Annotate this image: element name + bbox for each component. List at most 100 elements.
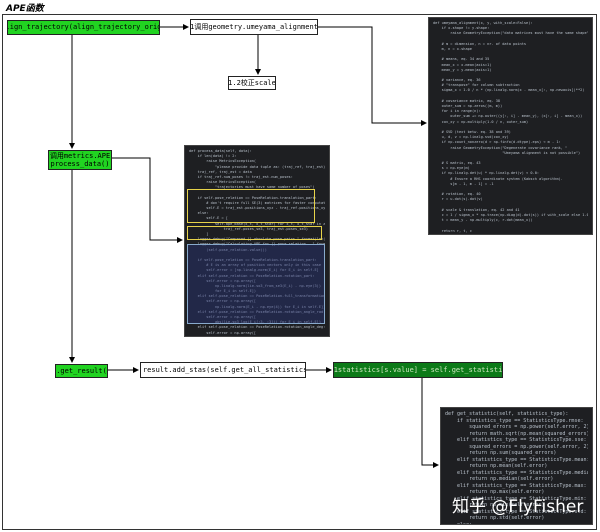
node-align-trajectory[interactable]: 1.align_trajectory(align_trajectory_orig… (7, 20, 160, 35)
code-line: return math.sqrt(np.mean(squared_errors)… (445, 430, 588, 437)
code-line: elif self.pose_relation == PoseRelation.… (189, 294, 325, 299)
code-line: if len(data) != 2: (189, 154, 237, 159)
code-line: ] (189, 232, 209, 236)
code-line: if self.pose_relation == PoseRelation.tr… (189, 257, 317, 262)
code-line: outer_sum = np.zeros((m, m)) (433, 104, 503, 108)
code-line: self.error = np.array([ (189, 278, 257, 283)
code-line: return r, t, c (433, 228, 472, 233)
code-line: s = np.eye(m) (433, 166, 470, 171)
code-line: self.error = np.array([ (189, 299, 257, 304)
code-line: if np.linalg.det(u) * np.linalg.det(v) <… (433, 171, 540, 176)
code-line: raise MetricsException( (189, 159, 257, 164)
watermark: 知乎 @FlyFisher (452, 497, 584, 517)
code-line: t = mean_y - np.multiply(c, r.dot(mean_x… (433, 218, 533, 223)
code-line: # Ensure a RHS coordinate system (Kabsch… (433, 176, 563, 181)
code-line: def get_statistic(self, statistics_type)… (445, 411, 569, 417)
code-line: else: (189, 211, 209, 216)
code-line: self.error = np.array([ (189, 315, 257, 319)
code-line: raise GeometryException("data matrices m… (433, 31, 588, 36)
code-line: # E is an array of position vectors only… (189, 263, 321, 268)
code-line: return np.sum(squared_errors) (445, 450, 557, 456)
code-line: np.linalg.norm(lie.so3_from_se3(E_i) - n… (189, 283, 321, 288)
code-line: return np.min(self.error) (445, 502, 545, 508)
code-panel-process-data: def process_data(self, data): if len(dat… (184, 145, 330, 337)
code-line: if statistics_type == StatisticsType.rms… (445, 417, 584, 424)
highlight-logger (187, 226, 322, 240)
code-line: else: (445, 521, 473, 525)
code-line: if x.shape != y.shape: (433, 26, 490, 31)
code-line: traj_ref, traj_est = data (189, 169, 252, 174)
code-line: s[m - 1, m - 1] = -1 (433, 181, 494, 186)
code-line: elif statistics_type == StatisticsType.m… (445, 456, 588, 463)
link-n11-umeyama (318, 26, 427, 126)
code-line: # scale & translation, eq. 42 and 41 (433, 207, 520, 212)
code-line: elif self.pose_relation == PoseRelation.… (189, 273, 315, 278)
highlight-error-computation (187, 244, 325, 324)
code-line: squared_errors = np.power(self.error, 2) (445, 443, 588, 450)
code-line: elif self.pose_relation == PoseRelation.… (189, 309, 325, 314)
diagram-title: APE函数 (6, 4, 44, 14)
code-line: return np.std(self.error) (445, 515, 545, 521)
node-scale-correct[interactable]: 1.2校正scale (228, 76, 276, 90)
link-n2-process (112, 157, 183, 243)
node-umeyama-call[interactable]: 1.1调用geometry.umeyama_alignment() (190, 19, 318, 35)
code-line: for i in range(n): (433, 109, 481, 114)
code-line: cov_xy = np.multiply(1.0 / n, outer_sum) (433, 119, 529, 124)
code-line: for E_i in self.E]) (189, 289, 257, 294)
code-line: elif self.pose_relation == PoseRelation.… (189, 325, 325, 330)
code-line: def umeyama_alignment(x, y, with_scale=F… (433, 21, 533, 25)
code-line: # variance, eq. 36 (433, 78, 481, 83)
code-line: "Umeyama alignment is not possible") (433, 150, 581, 155)
node-get-statistic[interactable]: 3.1.1statistics[s.value] = self.get_stat… (333, 362, 503, 378)
code-panel-get-statistic: def get_statistic(self, statistics_type)… (440, 407, 593, 525)
code-line: # rotation, eq. 40 (433, 192, 481, 197)
code-line: mean_x = x.mean(axis=1) (433, 62, 492, 67)
code-line: r = u.dot(s).dot(v) (433, 197, 483, 202)
code-line: # means, eq. 34 and 35 (433, 57, 490, 62)
code-line: # "transpose" for column subtraction (433, 83, 520, 88)
code-line: self.E = [ (189, 216, 228, 221)
code-line: squared_errors = np.power(self.error, 2) (445, 424, 588, 430)
code-line: abs(lie.so3_log(E_i[:3, :3])) * 180 / np… (189, 336, 325, 337)
code-line: if traj_ref.num_poses != traj_est.num_po… (189, 174, 293, 179)
code-line: m, n = x.shape (433, 46, 472, 51)
code-line: self.E = traj_est.positions_xyz - traj_r… (189, 206, 325, 211)
code-line: (self.pose_relation.value))) (189, 247, 267, 252)
code-line: np.linalg.norm(E_i - np.eye(4)) for E_i … (189, 304, 325, 309)
code-line: return np.median(self.error) (445, 476, 554, 482)
code-line: self.ape_base(x_t, x_t_star) for x_t, x_… (189, 221, 325, 226)
code-line: self.error = np.array([ (189, 330, 257, 335)
code-line: "trajectories must have same number of p… (189, 185, 315, 190)
node-add-stats[interactable]: 3.1 result.add_stas(self.get_all_statist… (140, 362, 306, 378)
code-line: u, d, v = np.linalg.svd(cov_xy) (433, 135, 509, 140)
code-line: mean_y = y.mean(axis=1) (433, 67, 492, 72)
code-line: # S matrix, eq. 43 (433, 161, 481, 166)
code-line: def process_data(self, data): (189, 149, 252, 153)
code-line: # m = dimension, n = nr. of data points (433, 41, 527, 46)
code-line: traj_ref.poses_se3, traj_est.poses_se3) (189, 226, 308, 231)
highlight-translation-part (187, 189, 315, 223)
node-get-result[interactable]: 3.get_result() (55, 364, 108, 378)
code-line: return np.mean(self.error) (445, 463, 548, 469)
link-n311-stat (421, 378, 439, 468)
code-line: abs(lie.so3_log(E_i[:3, :3])) for E_i in… (189, 320, 321, 325)
code-line: # don't require full SE(3) matrices for … (189, 200, 325, 205)
code-line: elif statistics_type == StatisticsType.s… (445, 508, 587, 515)
code-line: # SVD (text betw. eq. 38 and 39) (433, 129, 511, 134)
code-panel-umeyama: def umeyama_alignment(x, y, with_scale=F… (428, 17, 593, 235)
code-line: self.error = [np.linalg.norm(E_i) for E_… (189, 268, 319, 273)
code-line: return np.max(self.error) (445, 489, 545, 495)
code-line: "please provide data tuple as: (traj_ref… (189, 164, 325, 169)
code-line: # covariance matrix, eq. 38 (433, 98, 501, 103)
node-ape-process-data[interactable]: 2.调用metrics.APE() process_data() (48, 150, 112, 170)
code-line: elif statistics_type == StatisticsType.m… (445, 482, 587, 489)
diagram-frame (2, 14, 597, 530)
code-line: sigma_x = 1.0 / n * (np.linalg.norm(x - … (433, 88, 585, 93)
code-line: outer_sum += np.outer((y[:, i] - mean_y)… (433, 114, 583, 119)
code-line: raise MetricsException( (189, 180, 257, 185)
code-line: elif statistics_type == StatisticsType.s… (445, 437, 587, 443)
code-line: raise GeometryException("Degenerate cova… (433, 145, 568, 150)
code-line: elif statistics_type == StatisticsType.m… (445, 495, 587, 502)
code-line: c = 1 / sigma_x * np.trace(np.diag(d).do… (433, 212, 588, 217)
